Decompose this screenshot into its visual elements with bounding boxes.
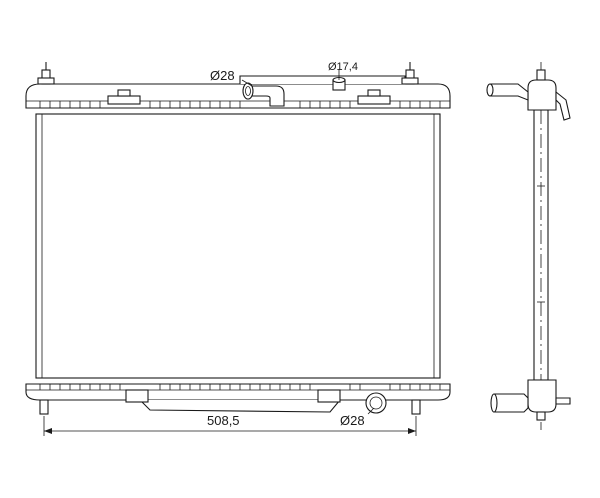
side-lower-tank: [527, 379, 557, 413]
lower-tank-bottom-section: [139, 399, 341, 413]
lower-left-mount-pin: [39, 399, 49, 415]
upper-right-clip: [357, 89, 391, 105]
lower-right-clip: [317, 389, 341, 403]
width-dimension: [43, 416, 417, 436]
core-inner-left-plate: [35, 113, 43, 379]
lower-outlet-pipe: [365, 392, 387, 414]
upper-left-clip: [107, 89, 141, 105]
core-inner-right-plate: [433, 113, 441, 379]
core-width-label: 508,5: [207, 413, 240, 428]
upper-left-mount-pin: [37, 62, 55, 85]
upper-inlet-pipe: [242, 82, 285, 107]
upper-pipe-diameter-label: Ø28: [210, 68, 235, 83]
lower-pipe-diameter-label: Ø28: [340, 413, 365, 428]
side-upper-bracket: [555, 90, 571, 121]
front-view: Ø28 Ø17,4 508,5 Ø28: [25, 61, 451, 436]
upper-tank-ribs: [39, 101, 441, 108]
upper-right-mount-pin: [401, 62, 419, 85]
lower-left-clip: [125, 389, 149, 403]
side-upper-tank: [527, 79, 557, 111]
lower-right-mount-pin: [411, 399, 421, 415]
side-upper-pipe: [486, 83, 529, 101]
radiator-core: [35, 113, 441, 379]
upper-tank-raised-section: [239, 75, 406, 84]
side-lower-pipe: [490, 393, 529, 413]
lower-tank-ribs: [39, 384, 441, 390]
side-lower-tab: [555, 397, 571, 405]
filler-neck-diameter-label: Ø17,4: [328, 61, 358, 73]
side-view: [486, 62, 571, 430]
